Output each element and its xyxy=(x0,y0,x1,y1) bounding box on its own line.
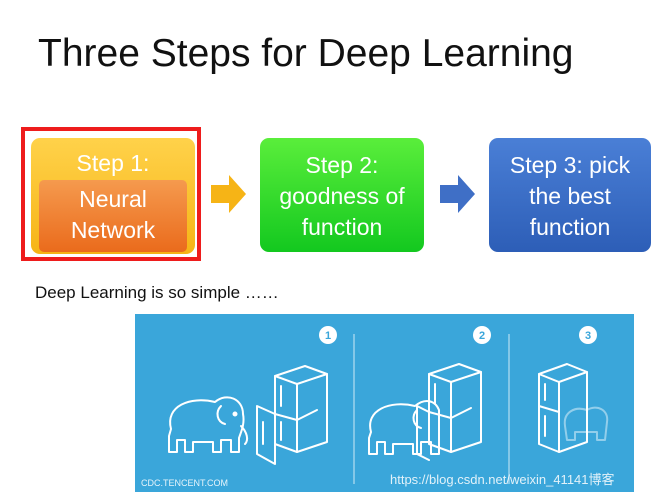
step-badges xyxy=(319,326,597,344)
elephant-icon xyxy=(563,406,609,441)
step-2-box: Step 2: goodness of function xyxy=(260,138,424,252)
step-1-inner-line-2: Network xyxy=(70,217,156,243)
fridge-icon xyxy=(538,363,588,453)
step-2-line-3: function xyxy=(301,214,383,240)
step-3-line-3: function xyxy=(529,214,611,240)
arrow-right-icon xyxy=(211,175,246,213)
elephant-fridge-illustration: 1 2 3 xyxy=(135,314,634,492)
elephant-icon xyxy=(368,400,440,455)
caption: Deep Learning is so simple …… xyxy=(35,283,279,302)
fridge-icon xyxy=(416,363,482,461)
step-2-line-2: goodness of xyxy=(279,183,405,209)
step-1-inner-line-1: Neural xyxy=(79,186,147,212)
step-1-box: Step 1: Neural Network xyxy=(31,138,195,254)
step-2-line-1: Step 2: xyxy=(305,152,379,178)
badge-1: 1 xyxy=(325,330,331,342)
slide-title: Three Steps for Deep Learning xyxy=(38,32,574,75)
step-1-label: Step 1: xyxy=(76,150,150,176)
watermark: https://blog.csdn.net/weixin_41141博客 xyxy=(390,472,615,487)
badge-3: 3 xyxy=(585,330,591,342)
step-3-line-2: the best xyxy=(529,183,611,209)
badge-2: 2 xyxy=(479,330,485,342)
step-3-box: Step 3: pick the best function xyxy=(489,138,651,252)
arrow-right-icon xyxy=(440,175,475,213)
illustration-drawing: 1 2 3 xyxy=(168,326,609,484)
step-1-inner-box: Neural Network xyxy=(39,180,187,252)
source-credit: CDC.TENCENT.COM xyxy=(141,478,228,488)
highlight-frame xyxy=(21,127,201,261)
elephant-icon xyxy=(168,396,249,453)
step-3-line-1: Step 3: pick xyxy=(509,152,631,178)
fridge-icon xyxy=(256,365,328,465)
